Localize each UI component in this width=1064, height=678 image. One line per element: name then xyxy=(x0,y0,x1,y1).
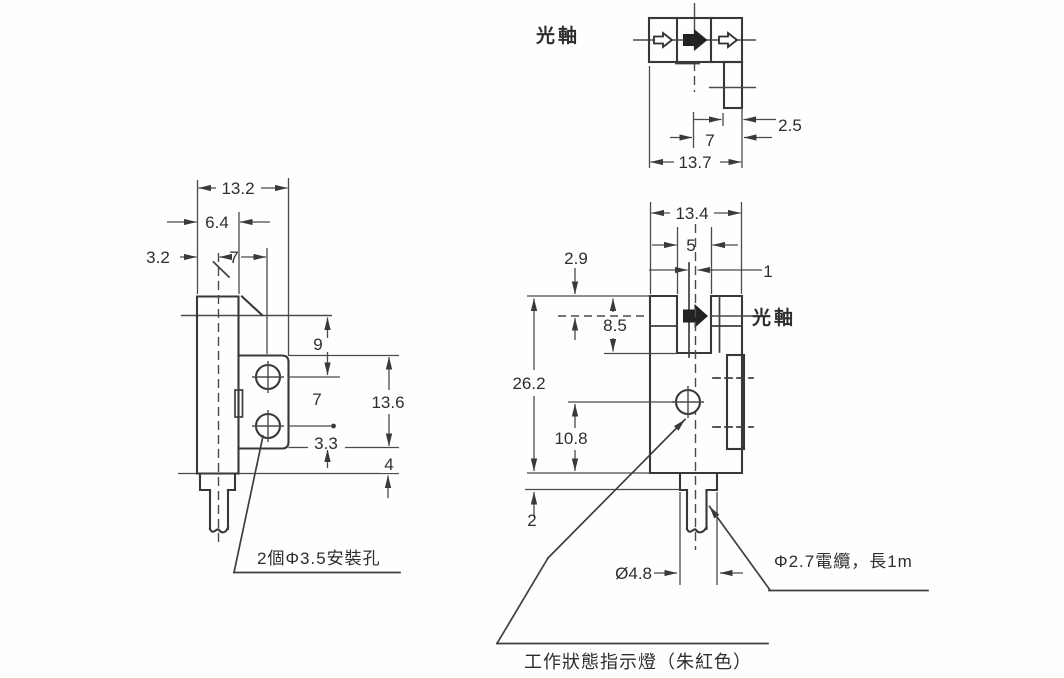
light-beam-arrow-icon xyxy=(653,31,674,49)
dim-bottom-step: 2 xyxy=(527,511,536,530)
dim-top-to-axis: 2.9 xyxy=(564,249,588,268)
dim-total-depth-top: 13.7 xyxy=(678,153,711,172)
side-rib xyxy=(725,353,746,451)
mounting-note-leader xyxy=(232,434,265,574)
dim-led-to-bottom: 10.8 xyxy=(554,429,587,448)
mounting-holes-note: 2個Φ3.5安裝孔 xyxy=(257,549,381,568)
optical-axis-label-top: 光軸 xyxy=(535,24,580,47)
optical-axis-arrow-icon xyxy=(683,29,708,51)
dim-slot-depth: 8.5 xyxy=(603,316,627,335)
dim-height: 26.2 xyxy=(512,374,545,393)
indicator-led-side xyxy=(234,389,244,418)
dim-total-depth-side: 13.2 xyxy=(221,179,254,198)
cable-side xyxy=(208,488,230,531)
top-view: 光軸 2.5 7 13.7 xyxy=(535,3,802,172)
dim-axis-offset: 1 xyxy=(763,262,772,281)
dim-width: 13.4 xyxy=(675,204,708,223)
cable-front xyxy=(685,488,708,531)
dim-hole-pitch: 7 xyxy=(312,390,321,409)
top-view-body xyxy=(647,16,744,64)
dim-boot-diameter: Ø4.8 xyxy=(615,564,652,583)
dim-hole2-to-flange-bottom: 3.3 xyxy=(314,434,338,453)
optical-axis-label-front: 光軸 xyxy=(751,306,796,329)
dim-flange-height: 13.6 xyxy=(371,393,404,412)
light-beam-arrow-icon xyxy=(718,31,739,49)
cable-note-leader xyxy=(708,505,772,592)
dim-tab-width: 2.5 xyxy=(778,116,802,135)
dim-slot-width: 5 xyxy=(686,236,695,255)
side-view-body xyxy=(195,295,240,475)
dim-axis-to-hole1: 9 xyxy=(313,335,322,354)
top-view-rib-tab xyxy=(722,60,744,110)
side-view: 13.2 6.4 3.2 7 9 7 13.6 3.3 4 2個Φ3.5安裝孔 xyxy=(146,178,405,574)
cable-boot-side xyxy=(198,472,237,492)
dim-axis-to-hole-line: 7 xyxy=(229,248,238,267)
dim-body-depth: 6.4 xyxy=(205,213,229,232)
dim-center-to-right: 7 xyxy=(705,131,714,150)
dim-front-to-axis: 3.2 xyxy=(146,248,170,267)
indicator-note-leader xyxy=(546,418,687,560)
cable-boot-front xyxy=(678,471,719,492)
dim-flange-to-body-bottom: 4 xyxy=(384,455,393,474)
indicator-note: 工作狀態指示燈（朱紅色） xyxy=(524,652,752,672)
mounting-flange xyxy=(237,354,290,450)
cable-note: Φ2.7電纜，長1m xyxy=(774,552,913,571)
front-view: 13.4 5 2.9 1 8.5 光軸 26.2 10.8 2 Ø4.8 Φ2.… xyxy=(495,202,929,672)
